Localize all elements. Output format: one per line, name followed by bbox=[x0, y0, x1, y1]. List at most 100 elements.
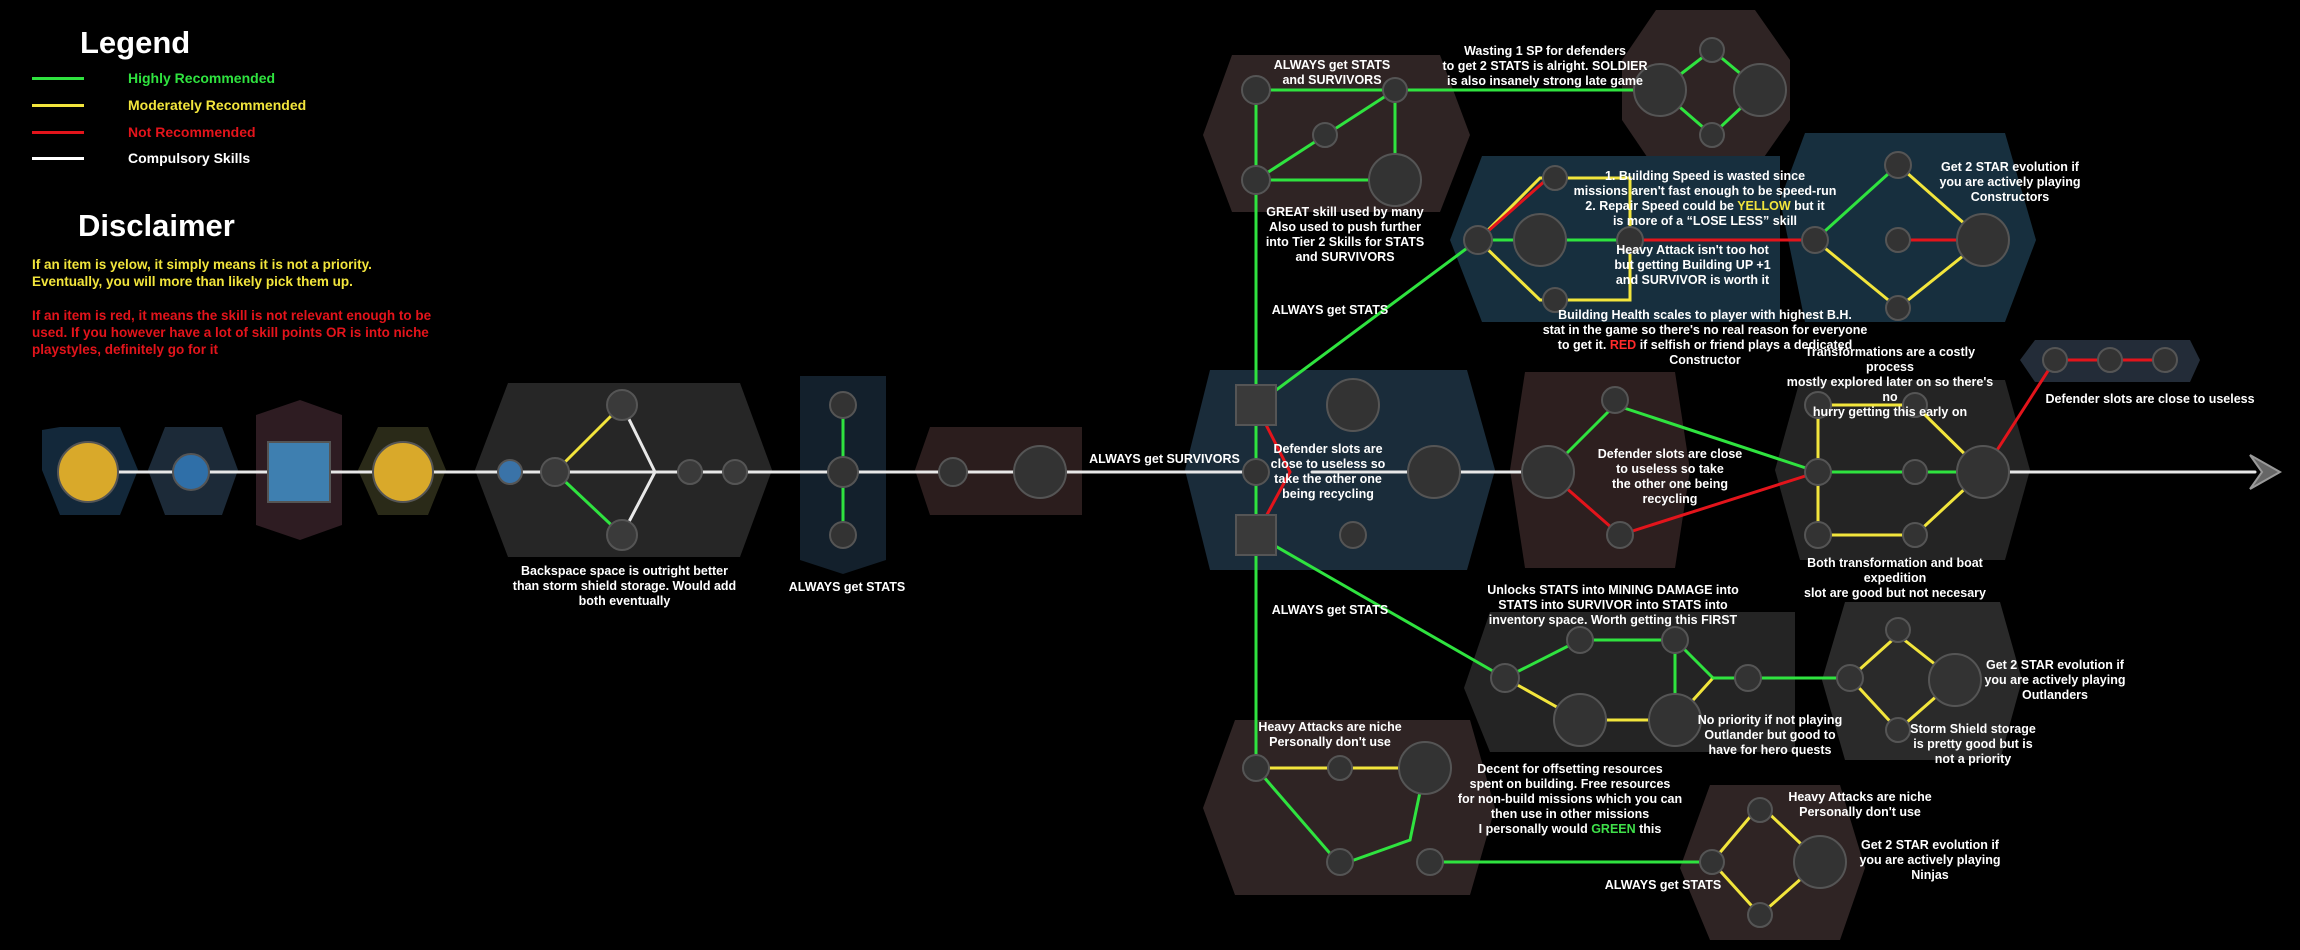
node-gold-flask[interactable] bbox=[372, 441, 434, 503]
node-trans-d[interactable] bbox=[1902, 392, 1928, 418]
node-def-b[interactable] bbox=[2097, 347, 2123, 373]
node-diamond-bot[interactable] bbox=[1699, 122, 1725, 148]
node-trans-f[interactable] bbox=[1902, 522, 1928, 548]
node-g2-top[interactable] bbox=[829, 391, 857, 419]
node-cons-d[interactable] bbox=[1542, 287, 1568, 313]
node-central-crown-bot[interactable] bbox=[1235, 514, 1277, 556]
node-g3-b[interactable] bbox=[1013, 445, 1067, 499]
node-cons-i[interactable] bbox=[1885, 295, 1911, 321]
connector-recycle-g2 bbox=[1613, 403, 1820, 474]
note-building-speed: 1. Building Speed is wasted since missio… bbox=[1555, 154, 1855, 229]
node-def-c[interactable] bbox=[2152, 347, 2178, 373]
red-word: RED bbox=[1609, 338, 1637, 352]
node-ninja-c[interactable] bbox=[1398, 741, 1452, 795]
node-central-d[interactable] bbox=[1407, 445, 1461, 499]
node-g1-e[interactable] bbox=[722, 459, 748, 485]
legend-item-yellow: Moderately Recommended bbox=[32, 95, 306, 115]
legend-swatch-yellow bbox=[32, 103, 84, 107]
note-heavy-niche-2: Heavy Attacks are niche Personally don't… bbox=[1788, 790, 1932, 819]
node-g2-bot[interactable] bbox=[829, 521, 857, 549]
note-defender-recycling-2: Defender slots are close to useless so t… bbox=[1597, 447, 1743, 506]
connector-out-y bbox=[1503, 676, 1715, 722]
node-cons-c[interactable] bbox=[1513, 213, 1567, 267]
note-backspace: Backspace space is outright better than … bbox=[512, 564, 737, 608]
node-diamond-top[interactable] bbox=[1699, 37, 1725, 63]
node-g1-c[interactable] bbox=[606, 519, 638, 551]
node-central-b[interactable] bbox=[1326, 378, 1380, 432]
note-always-stats-1: ALWAYS get STATS bbox=[1271, 303, 1389, 317]
node-cons-f[interactable] bbox=[1801, 226, 1829, 254]
node-out-e[interactable] bbox=[1648, 693, 1702, 747]
connector-out-g bbox=[1503, 638, 1715, 680]
node-g1-d[interactable] bbox=[677, 459, 703, 485]
node-recycle-c[interactable] bbox=[1606, 521, 1634, 549]
node-cons-b[interactable] bbox=[1542, 165, 1568, 191]
node-ninja-d[interactable] bbox=[1326, 848, 1354, 876]
node-g1-b[interactable] bbox=[606, 389, 638, 421]
node-ninja-b[interactable] bbox=[1327, 755, 1353, 781]
note-star-outlanders: Get 2 STAR evolution if you are actively… bbox=[1984, 658, 2126, 702]
node-cons-g[interactable] bbox=[1884, 151, 1912, 179]
node-diamond-right[interactable] bbox=[1733, 63, 1787, 117]
node-out-a[interactable] bbox=[1490, 663, 1520, 693]
node-out-g[interactable] bbox=[1836, 664, 1864, 692]
connector-to-constructor bbox=[1254, 238, 1480, 407]
node-pickaxe[interactable] bbox=[172, 453, 210, 491]
node-top-c[interactable] bbox=[1312, 122, 1338, 148]
node-out-f[interactable] bbox=[1734, 664, 1762, 692]
note-always-stats-4: ALWAYS get STATS bbox=[1604, 878, 1722, 892]
node-recycle-b[interactable] bbox=[1601, 386, 1629, 414]
node-trans-a[interactable] bbox=[1804, 391, 1832, 419]
node-central-crown-top[interactable] bbox=[1235, 384, 1277, 426]
node-cons-j[interactable] bbox=[1956, 213, 2010, 267]
node-ninja-e[interactable] bbox=[1416, 848, 1444, 876]
note-building-speed-end: is more of a “LOSE LESS” skill bbox=[1612, 214, 1798, 228]
node-trans-c[interactable] bbox=[1804, 521, 1832, 549]
node-ninja-h[interactable] bbox=[1793, 835, 1847, 889]
note-star-ninjas: Get 2 STAR evolution if you are actively… bbox=[1859, 838, 2001, 882]
legend-label: Highly Recommended bbox=[128, 70, 276, 86]
node-top-d[interactable] bbox=[1382, 77, 1408, 103]
node-gold-hammer[interactable] bbox=[57, 441, 119, 503]
node-ninja-a[interactable] bbox=[1242, 754, 1270, 782]
node-def-a[interactable] bbox=[2042, 347, 2068, 373]
note-defender-useless-1: Defender slots are close to useless bbox=[2045, 392, 2255, 406]
node-out-h[interactable] bbox=[1885, 617, 1911, 643]
node-ninja-f[interactable] bbox=[1699, 849, 1725, 875]
node-central-c[interactable] bbox=[1242, 458, 1270, 486]
disclaimer-title: Disclaimer bbox=[78, 208, 235, 243]
node-g3-a[interactable] bbox=[938, 457, 968, 487]
node-trans-g[interactable] bbox=[1956, 445, 2010, 499]
node-trans-e[interactable] bbox=[1902, 459, 1928, 485]
node-ninja-g[interactable] bbox=[1747, 797, 1773, 823]
node-out-d[interactable] bbox=[1661, 626, 1689, 654]
legend-item-red: Not Recommended bbox=[32, 122, 256, 142]
node-recycle-a[interactable] bbox=[1521, 445, 1575, 499]
note-building-health-end: to get it. bbox=[1557, 338, 1607, 352]
node-top-b[interactable] bbox=[1241, 165, 1271, 195]
node-cons-e[interactable] bbox=[1616, 226, 1644, 254]
node-ninja-i[interactable] bbox=[1747, 902, 1773, 928]
node-g1-a[interactable] bbox=[540, 457, 570, 487]
node-diamond-left[interactable] bbox=[1633, 63, 1687, 117]
node-shield[interactable] bbox=[497, 459, 523, 485]
node-cons-h[interactable] bbox=[1885, 227, 1911, 253]
node-top-e[interactable] bbox=[1368, 153, 1422, 207]
node-out-i[interactable] bbox=[1928, 653, 1982, 707]
note-decent-offsetting: Decent for offsetting resources spent on… bbox=[1455, 747, 1685, 837]
node-top-a[interactable] bbox=[1241, 75, 1271, 105]
node-out-j[interactable] bbox=[1885, 717, 1911, 743]
node-trans-b[interactable] bbox=[1804, 458, 1832, 486]
node-out-c[interactable] bbox=[1553, 693, 1607, 747]
note-transformations: Transformations are a costly process mos… bbox=[1786, 345, 1994, 419]
node-crown[interactable] bbox=[267, 441, 331, 503]
node-central-f[interactable] bbox=[1339, 521, 1367, 549]
node-g2-mid[interactable] bbox=[827, 456, 859, 488]
panel-outlander-a bbox=[1464, 612, 1795, 752]
panel-outlander-b bbox=[1822, 602, 2022, 760]
panel-ninja-b bbox=[1680, 785, 1865, 940]
node-cons-a[interactable] bbox=[1463, 225, 1493, 255]
node-out-b[interactable] bbox=[1566, 626, 1594, 654]
connector-trans-y2 bbox=[1816, 470, 1985, 537]
